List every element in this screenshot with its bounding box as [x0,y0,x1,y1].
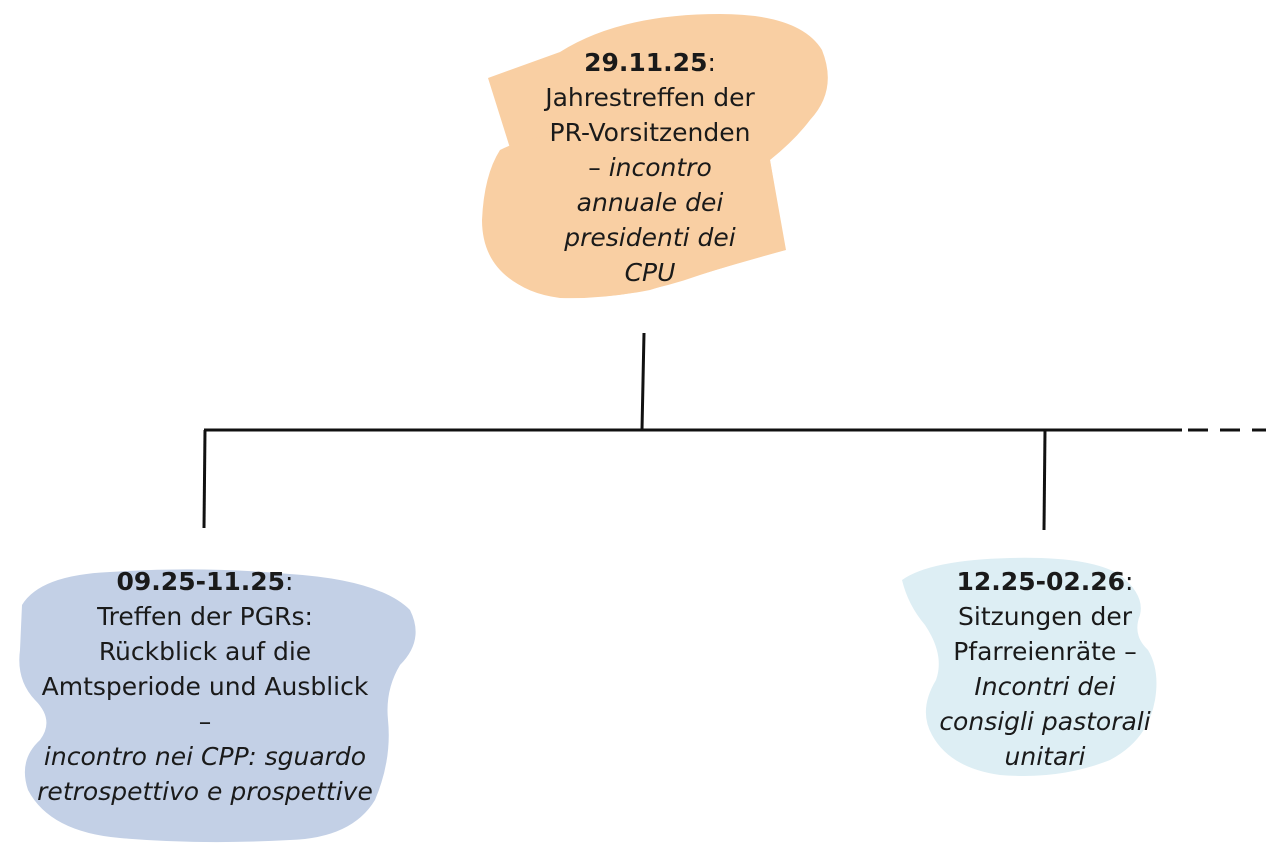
right-node-italic2: consigli pastorali [939,707,1151,736]
left-node-italic2: retrospettivo e prospettive [37,777,373,806]
right-node-italic1: Incontri dei [974,672,1116,701]
top-node-line2: PR-Vorsitzenden [549,118,751,147]
top-node-italic1: incontro [608,153,712,182]
right-node-date: 12.25-02.26 [956,567,1126,596]
right-node-text: 12.25-02.26: Sitzungen der Pfarreienräte… [900,564,1190,774]
top-vertical-connector [640,332,646,431]
right-node-line2: Pfarreienräte – [953,637,1137,666]
left-blob-shape [19,569,416,843]
top-node-date: 29.11.25 [584,48,708,77]
top-node-italic3: presidenti dei [564,223,736,252]
left-node-italic1: incontro nei CPP: sguardo [43,742,367,771]
right-vertical-connector [1042,429,1047,531]
top-node-colon: : [707,48,716,77]
top-node-blob [482,14,828,299]
left-node-blob [19,569,416,843]
left-node-colon: : [285,567,294,596]
top-node-italic2: annuale dei [576,188,724,217]
left-node-line1: Treffen der PGRs: [97,602,313,631]
right-node-colon: : [1125,567,1134,596]
left-node-dash: – [198,707,212,736]
top-node-date-line: 29.11.25: [480,45,820,80]
right-node-blob [902,557,1157,776]
left-node-date-line: 09.25-11.25: [10,564,400,599]
right-blob-shape [902,557,1157,776]
top-node-line1: Jahrestreffen der [545,83,755,112]
top-node-text: 29.11.25: Jahrestreffen der PR-Vorsitzen… [480,45,820,290]
left-vertical-connector [202,429,207,529]
top-node-italic4: CPU [624,258,676,287]
left-node-text: 09.25-11.25: Treffen der PGRs: Rückblick… [10,564,400,809]
top-blob-lower [482,135,786,297]
connector-lines [202,332,1266,531]
top-node-dash: – [588,153,609,182]
left-node-line2: Rückblick auf die [98,637,312,666]
right-node-line1: Sitzungen der [958,602,1132,631]
left-node-date: 09.25-11.25 [116,567,286,596]
left-node-line3: Amtsperiode und Ausblick [41,672,369,701]
right-node-italic3: unitari [1004,742,1086,771]
right-node-date-line: 12.25-02.26: [900,564,1190,599]
top-node-italic-line1: – incontro [480,150,820,185]
